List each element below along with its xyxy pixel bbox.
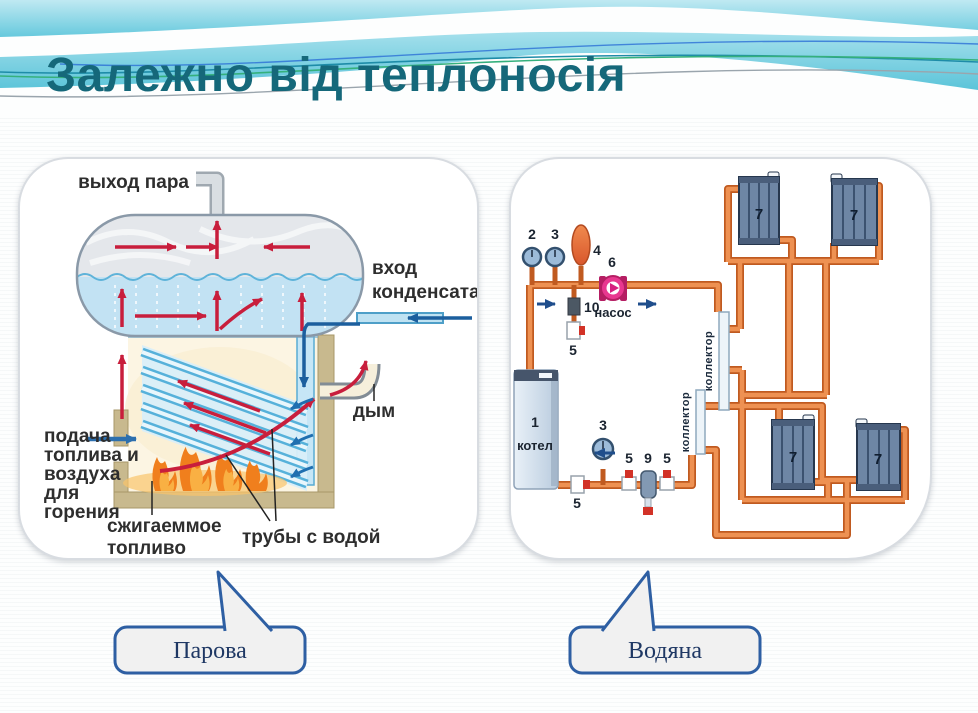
valve bbox=[621, 470, 637, 491]
circulation-arrows bbox=[115, 220, 316, 473]
wave-line-green bbox=[0, 55, 978, 79]
pressure-gauge bbox=[591, 437, 615, 461]
pump bbox=[599, 275, 627, 301]
water-callout-pointer bbox=[600, 570, 656, 632]
steam-outlet-pipe bbox=[196, 171, 225, 217]
water-tubes-label: трубы с водой bbox=[242, 527, 380, 548]
condensate-in-label-2: конденсата bbox=[372, 282, 477, 303]
leader-lines bbox=[151, 384, 375, 522]
flames bbox=[123, 446, 287, 496]
label-3b: 3 bbox=[599, 417, 607, 433]
smoke-arrow bbox=[329, 360, 369, 397]
svg-text:7: 7 bbox=[850, 207, 858, 224]
pump-label: насос bbox=[594, 305, 631, 320]
svg-text:воздуха: воздуха bbox=[44, 464, 121, 485]
pressure-gauge bbox=[521, 246, 543, 268]
device-10 bbox=[567, 297, 581, 316]
burned-fuel-label-1: сжигаеммое bbox=[107, 516, 222, 537]
water-system-diagram: коллектор коллектор 7 7 bbox=[513, 171, 909, 539]
valve bbox=[570, 475, 590, 494]
wave-line-gray bbox=[0, 69, 978, 98]
wave-band-top bbox=[0, 0, 978, 37]
radiator: 7 bbox=[830, 173, 878, 246]
steam-callout-label: Парова bbox=[173, 638, 247, 664]
collector-lower-label: коллектор bbox=[680, 392, 692, 452]
smoke-duct bbox=[320, 360, 381, 400]
radiator: 7 bbox=[855, 418, 901, 491]
radiator: 7 bbox=[738, 171, 780, 245]
radiator: 7 bbox=[771, 414, 815, 490]
svg-text:горения: горения bbox=[44, 502, 120, 523]
steam-callout: Парова bbox=[113, 570, 307, 675]
pressure-gauge bbox=[544, 246, 566, 268]
downcomer-arrow bbox=[299, 322, 360, 388]
svg-text:для: для bbox=[44, 483, 79, 504]
expansion-tank bbox=[571, 224, 591, 266]
fuel-air-label: подача топлива и воздуха для горения bbox=[44, 426, 139, 523]
steam-out-label: выход пара bbox=[78, 172, 189, 193]
svg-text:7: 7 bbox=[874, 451, 882, 468]
boiler-number: 1 bbox=[531, 414, 539, 430]
svg-text:7: 7 bbox=[755, 206, 763, 223]
boiler: 1 котел bbox=[513, 369, 559, 490]
water-line bbox=[77, 273, 363, 281]
water-callout-label: Водяна bbox=[628, 638, 702, 664]
tube-inlet-arrows bbox=[290, 397, 314, 479]
page-title: Залежно від теплоносія bbox=[46, 49, 627, 102]
burned-fuel-label-2: топливо bbox=[107, 538, 186, 558]
steam-drum bbox=[75, 213, 365, 338]
label-5c: 5 bbox=[573, 495, 581, 511]
collector-upper: коллектор bbox=[703, 311, 730, 411]
collector-lower: коллектор bbox=[680, 389, 706, 455]
label-10: 10 bbox=[584, 299, 600, 315]
label-4: 4 bbox=[593, 242, 601, 258]
label-3: 3 bbox=[551, 226, 559, 242]
label-5b: 5 bbox=[663, 450, 671, 466]
flow-arrows bbox=[537, 299, 657, 458]
valve bbox=[659, 470, 675, 491]
svg-text:7: 7 bbox=[789, 449, 797, 466]
header-wave-decoration bbox=[0, 0, 978, 98]
wave-line-blue bbox=[59, 40, 978, 67]
water-diagram-card: коллектор коллектор 7 7 bbox=[509, 157, 932, 560]
water-callout: Водяна bbox=[568, 570, 762, 675]
label-6: 6 bbox=[608, 254, 616, 270]
valve bbox=[566, 321, 585, 340]
condensate-in-label-1: вход bbox=[372, 258, 417, 279]
label-5: 5 bbox=[569, 342, 577, 358]
steam-callout-pointer bbox=[216, 570, 274, 633]
label-5a: 5 bbox=[625, 450, 633, 466]
smoke-label: дым bbox=[353, 401, 395, 422]
steam-boiler-diagram: выход пара вход конденсата дым подача то… bbox=[44, 171, 477, 558]
wave-band-main bbox=[0, 31, 978, 91]
label-9: 9 bbox=[644, 450, 652, 466]
svg-text:подача: подача bbox=[44, 426, 111, 447]
condensate-pipe bbox=[299, 312, 472, 388]
label-2: 2 bbox=[528, 226, 536, 242]
furnace-walls bbox=[113, 334, 335, 509]
svg-text:топлива и: топлива и bbox=[44, 445, 139, 466]
boiler-label: котел bbox=[517, 438, 553, 453]
pipes-fill bbox=[527, 183, 908, 538]
collector-upper-label: коллектор bbox=[703, 331, 715, 391]
steam-diagram-card: выход пара вход конденсата дым подача то… bbox=[18, 157, 479, 560]
filter bbox=[640, 470, 657, 515]
